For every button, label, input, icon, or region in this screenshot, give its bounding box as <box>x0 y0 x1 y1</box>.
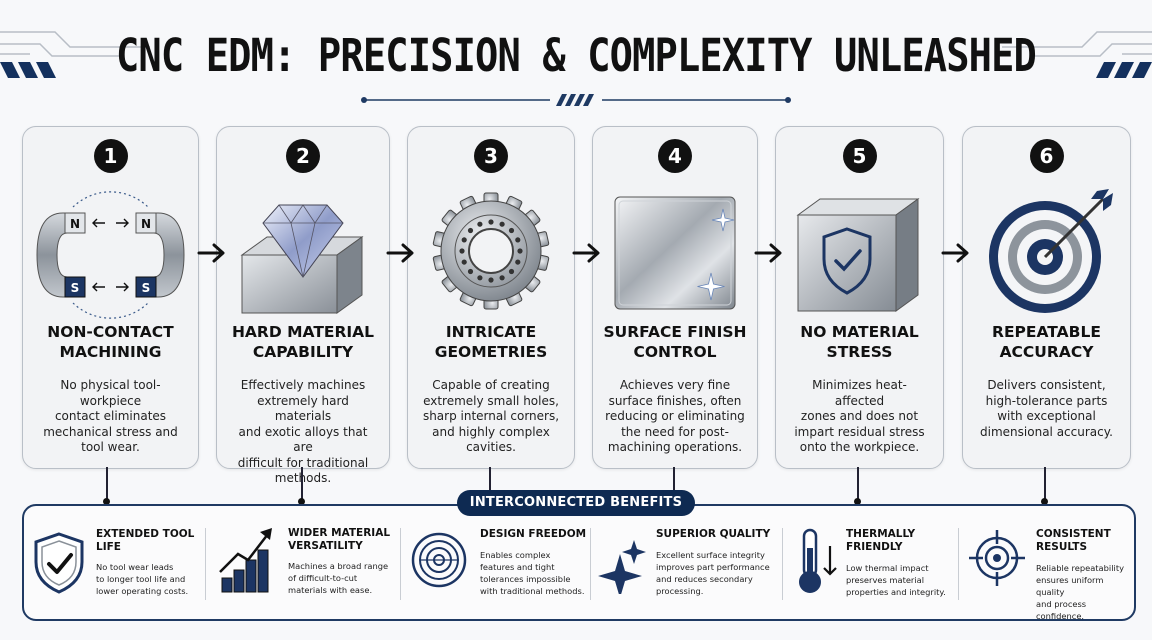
left-circuit-decoration <box>0 31 150 78</box>
benefit-title: EXTENDED TOOL LIFE <box>96 528 195 553</box>
benefit-thermally-friendly: THERMALLY FRIENDLY Low thermal impact pr… <box>790 518 956 608</box>
step-card-no-material-stress: 5 NO MATERIAL STRESS Minimizes heat-affe… <box>775 126 944 469</box>
step-card-repeatable-accuracy: 6 REPEATABLE ACCURACY Delivers consisten… <box>962 126 1131 469</box>
gear-hole <box>508 227 515 234</box>
magnet-pole-label: S <box>142 281 151 295</box>
benefit-design-freedom: DESIGN FREEDOM Enables complex features … <box>410 518 590 608</box>
connector-dot <box>1041 498 1048 505</box>
bar-growth-icon <box>219 528 272 593</box>
step-card-surface-finish-control: 4 SURFACE FINISH CONTROL Achieves very f… <box>592 126 758 469</box>
connector-dot <box>298 498 305 505</box>
target-icon <box>989 189 1113 313</box>
step-description: Capable of creating extremely small hole… <box>422 378 560 454</box>
page-title: CNC EDM: PRECISION & COMPLEXITY UNLEASHE… <box>115 29 1037 82</box>
gear-hole <box>467 268 474 275</box>
gear-hole <box>488 277 494 283</box>
shield-check-icon <box>34 532 84 594</box>
shield-block-icon <box>796 198 920 312</box>
thermometer-icon <box>799 528 837 593</box>
magnet-pole-label: N <box>141 217 151 231</box>
sparkle-icon <box>598 540 646 594</box>
step-title: NON-CONTACT MACHINING <box>47 323 174 361</box>
benefit-divider <box>958 528 959 600</box>
gear-hole <box>459 248 465 254</box>
benefit-description: Reliable repeatability ensures uniform q… <box>1036 563 1124 621</box>
step-card-intricate-geometries: 3 INTRICATE GEOMETRIES Capable of creati… <box>407 126 575 469</box>
step-description: Delivers consistent, high-tolerance part… <box>980 378 1113 439</box>
step-number-badge: 2 <box>286 139 320 173</box>
gear-hole <box>477 221 483 227</box>
benefit-title: CONSISTENT RESULTS <box>1036 528 1111 553</box>
step-description: Achieves very fine surface finishes, oft… <box>605 378 745 454</box>
connector-line <box>1044 467 1046 505</box>
benefit-divider <box>205 528 206 600</box>
flow-arrow-icon <box>386 243 414 263</box>
flow-arrow-icon <box>941 243 969 263</box>
step-number-badge: 4 <box>658 139 692 173</box>
step-title: NO MATERIAL STRESS <box>800 323 919 361</box>
magnet-pole-label: N <box>70 217 80 231</box>
benefit-title: DESIGN FREEDOM <box>480 528 587 540</box>
connector-line <box>106 467 108 505</box>
step-number-badge: 6 <box>1029 139 1064 173</box>
benefit-wider-material-versatility: WIDER MATERIAL VERSATILITY Machines a br… <box>216 518 398 608</box>
gear-hole <box>499 275 505 281</box>
magnet-pole-label: S <box>71 281 80 295</box>
step-title: REPEATABLE ACCURACY <box>992 323 1101 361</box>
step-title: SURFACE FINISH CONTROL <box>603 323 747 361</box>
benefit-title: WIDER MATERIAL VERSATILITY <box>288 527 391 552</box>
step-number-badge: 3 <box>474 139 508 173</box>
polished-plate-icon <box>614 196 736 310</box>
step-card-non-contact-machining: 1 N N S S NON-CONTACT MACHINING No physi… <box>22 126 199 469</box>
gear-hole <box>477 275 483 281</box>
step-number-badge: 1 <box>93 139 128 173</box>
step-title: HARD MATERIAL CAPABILITY <box>231 323 375 361</box>
diamond-icon <box>240 204 364 314</box>
gear-hole <box>461 237 467 243</box>
benefit-description: Machines a broad range of difficult-to-c… <box>288 561 389 595</box>
benefit-extended-tool-life: EXTENDED TOOL LIFE No tool wear leads to… <box>30 518 202 608</box>
benefit-divider <box>782 528 783 600</box>
benefit-description: Excellent surface integrity improves par… <box>656 550 770 596</box>
crosshair-icon <box>969 530 1025 586</box>
benefit-title: THERMALLY FRIENDLY <box>846 528 916 553</box>
connector-line <box>489 467 491 505</box>
gear-icon <box>432 192 550 310</box>
benefit-divider <box>400 528 401 600</box>
connector-line <box>301 467 303 505</box>
step-card-hard-material-capability: 2 HARD MATERIAL CAPABILITY Effectively m… <box>216 126 390 485</box>
benefit-consistent-results: CONSISTENT RESULTS Reliable repeatabilit… <box>966 518 1130 621</box>
gear-hole <box>499 221 505 227</box>
benefit-title: SUPERIOR QUALITY <box>656 528 771 540</box>
connector-line <box>673 467 675 505</box>
benefit-description: No tool wear leads to longer tool life a… <box>96 562 189 596</box>
gear-hole <box>508 268 515 275</box>
flow-arrow-icon <box>754 243 782 263</box>
connector-line <box>857 467 859 505</box>
title-underline-decoration <box>361 94 791 106</box>
step-description: No physical tool-workpiece contact elimi… <box>43 378 178 454</box>
step-title: INTRICATE GEOMETRIES <box>434 323 548 361</box>
gear-hole <box>461 259 467 265</box>
step-description: Minimizes heat-affected zones and does n… <box>794 378 925 454</box>
benefits-heading: INTERCONNECTED BENEFITS <box>457 490 695 516</box>
gear-hole <box>488 219 494 225</box>
benefit-superior-quality: SUPERIOR QUALITY Excellent surface integ… <box>598 518 780 608</box>
step-number-badge: 5 <box>842 139 877 173</box>
concentric-icon <box>411 532 467 588</box>
magnets-icon: N N S S <box>36 191 185 319</box>
gear-hole <box>515 259 521 265</box>
benefit-divider <box>590 528 591 600</box>
gear-hole <box>517 248 523 254</box>
flow-arrow-icon <box>572 243 600 263</box>
right-circuit-decoration <box>1002 31 1152 78</box>
connector-dot <box>103 498 110 505</box>
flow-arrow-icon <box>197 243 225 263</box>
step-description: Effectively machines extremely hard mate… <box>237 378 369 485</box>
gear-hole <box>515 237 521 243</box>
connector-dot <box>854 498 861 505</box>
benefit-description: Enables complex features and tight toler… <box>480 550 585 596</box>
gear-hole <box>467 227 474 234</box>
benefit-description: Low thermal impact preserves material pr… <box>846 563 946 597</box>
